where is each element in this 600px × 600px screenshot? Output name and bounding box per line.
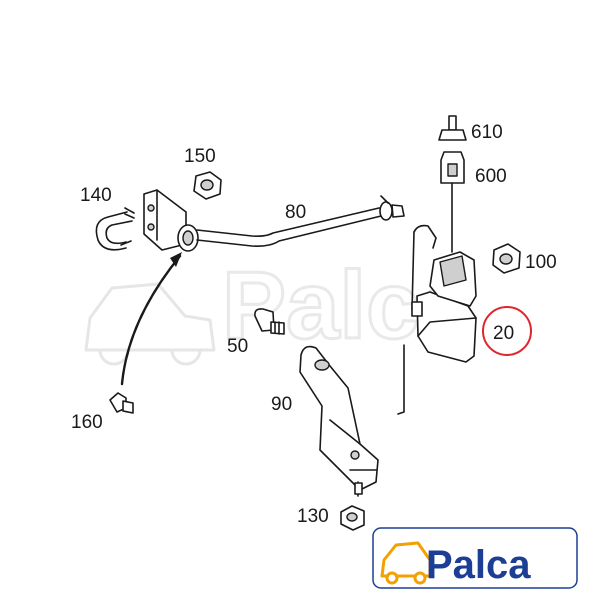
car-wheel-icon	[413, 571, 427, 585]
palca-logo: Palca	[372, 527, 578, 589]
label-90: 90	[271, 394, 292, 415]
part-90-bracket	[299, 345, 379, 497]
part-130-nut	[340, 505, 365, 531]
label-140: 140	[80, 185, 112, 206]
label-130: 130	[297, 506, 329, 527]
part-160-bolt	[109, 392, 134, 414]
stabilizer-bracket	[143, 189, 199, 252]
part-140-u-bolt	[95, 207, 135, 251]
part-600-connector	[440, 151, 465, 253]
logo-text: Palca	[426, 543, 531, 587]
car-icon	[380, 541, 432, 578]
part-50-stud-bolt	[254, 308, 285, 335]
part-150-nut	[193, 171, 222, 200]
car-wheel-icon	[385, 571, 399, 585]
label-50: 50	[227, 336, 248, 357]
label-160: 160	[71, 412, 103, 433]
label-600: 600	[475, 166, 507, 187]
part-100-nut	[492, 243, 521, 274]
label-150: 150	[184, 146, 216, 167]
part-20-sensor	[397, 224, 477, 415]
highlight-circle-20	[482, 306, 532, 356]
part-610-clip	[438, 115, 467, 141]
label-610: 610	[471, 122, 503, 143]
assembly-arrowhead	[170, 252, 182, 267]
label-100: 100	[525, 252, 557, 273]
label-20: 20	[493, 323, 514, 344]
part-80-linkage-rod	[196, 195, 405, 247]
watermark-car-icon	[84, 282, 216, 366]
assembly-arrow	[120, 254, 182, 386]
label-80: 80	[285, 202, 306, 223]
